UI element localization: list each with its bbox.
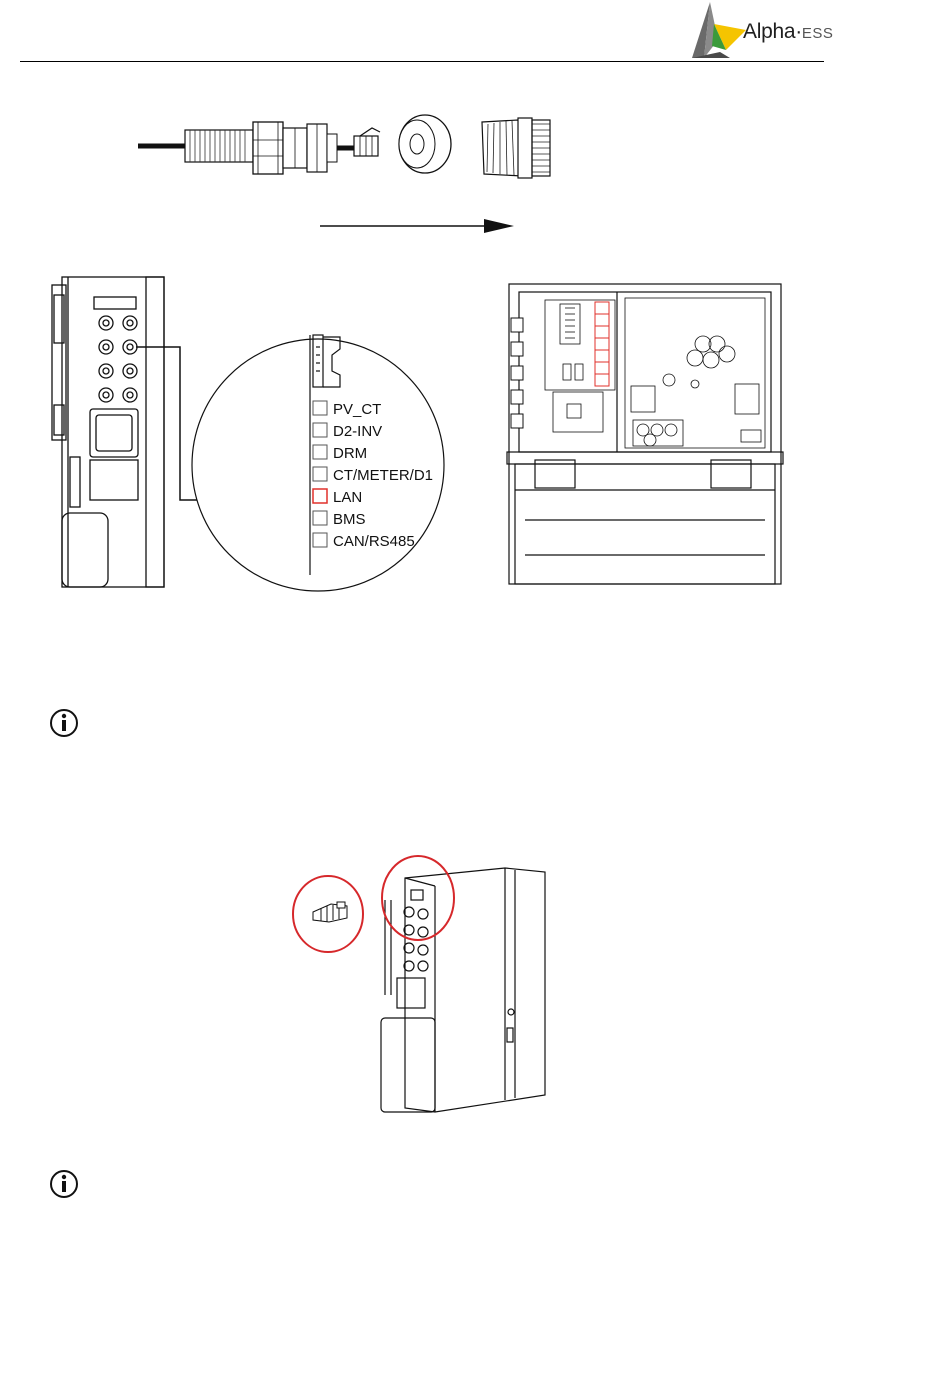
alpha-ess-logo-icon	[690, 0, 750, 60]
lan-port-highlight	[313, 489, 327, 503]
power-board	[625, 298, 765, 448]
threaded-sleeve	[185, 130, 253, 162]
brand-logo: Alpha·ESS	[690, 0, 860, 60]
port-label-lan: LAN	[333, 489, 362, 506]
port-location-figure: PV_CT D2-INV DRM CT/METER/D1 LAN BMS CAN…	[40, 275, 460, 595]
control-board	[545, 300, 615, 432]
gland-nut	[253, 122, 337, 174]
cable-gland-exploded-figure	[130, 100, 570, 240]
inverter-side-view	[52, 277, 164, 587]
inverter-perspective-view	[381, 868, 545, 1112]
port-label-d2-inv: D2-INV	[333, 423, 382, 440]
side-glands	[511, 318, 523, 428]
brand-separator: ·	[795, 20, 802, 43]
brand-name: Alpha	[743, 20, 795, 43]
gland-body	[482, 118, 550, 178]
header-rule	[20, 61, 824, 62]
inverter-housing	[507, 284, 783, 584]
zoom-detail-circle	[192, 339, 444, 591]
red-port-strip	[595, 302, 609, 386]
lan-plug-insertion-figure	[285, 850, 555, 1115]
port-label-drm: DRM	[333, 445, 367, 462]
assembly-direction-arrow	[320, 219, 514, 233]
port-row	[313, 401, 327, 547]
rj45-plug-icon	[354, 128, 380, 156]
rj45-plug-icon	[313, 902, 347, 922]
info-icon	[49, 708, 79, 738]
port-callout-circle	[382, 856, 454, 940]
brand-wordmark: Alpha·ESS	[743, 20, 833, 44]
internal-front-view-figure	[505, 280, 785, 590]
port-label-bms: BMS	[333, 511, 366, 528]
port-label-can-rs485: CAN/RS485	[333, 533, 415, 550]
info-icon	[49, 1169, 79, 1199]
port-label-pv-ct: PV_CT	[333, 401, 381, 418]
brand-suffix: ESS	[802, 25, 834, 42]
seal-ring	[399, 115, 451, 173]
port-label-ct-meter-d1: CT/METER/D1	[333, 467, 433, 484]
